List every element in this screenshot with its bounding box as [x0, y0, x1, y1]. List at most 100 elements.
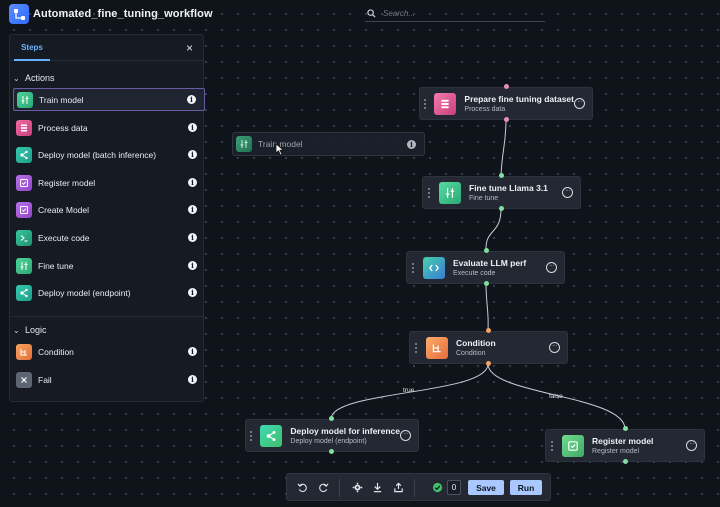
input-port[interactable] — [623, 426, 628, 431]
more-options-icon[interactable]: ··· — [400, 430, 411, 441]
drag-handle-icon[interactable] — [247, 430, 255, 441]
condition-icon — [16, 343, 32, 360]
drag-handle-icon[interactable] — [547, 440, 557, 451]
fine-tune-icon — [439, 181, 461, 204]
save-button[interactable]: Save — [468, 480, 504, 495]
redo-icon[interactable] — [316, 480, 330, 494]
validation-count: 0 — [447, 480, 461, 495]
deploy-icon — [16, 146, 32, 163]
fine-tune-icon — [16, 257, 32, 274]
section-divider — [11, 316, 203, 317]
register-model-icon — [562, 434, 584, 457]
search-input[interactable] — [383, 9, 533, 18]
node-deploy-model[interactable]: Deploy model for inference Deploy model … — [245, 419, 419, 452]
node-title: Prepare fine tuning dataset — [464, 94, 574, 104]
section-actions[interactable]: ⌄ Actions — [13, 73, 55, 83]
more-options-icon[interactable]: ··· — [574, 98, 585, 109]
step-condition[interactable]: Condition i — [13, 340, 205, 363]
step-label: Execute code — [38, 232, 90, 243]
step-label: Create Model — [38, 204, 90, 215]
step-label: Deploy model (endpoint) — [38, 287, 131, 298]
input-port[interactable] — [504, 84, 509, 89]
info-icon: i — [407, 139, 416, 149]
output-port[interactable] — [623, 459, 628, 464]
tab-steps[interactable]: Steps — [14, 35, 50, 61]
section-actions-title: Actions — [25, 73, 55, 83]
deploy-icon — [16, 284, 32, 301]
info-icon[interactable]: i — [187, 95, 196, 104]
info-icon[interactable]: i — [188, 288, 197, 297]
node-subtitle: Condition — [456, 350, 486, 357]
info-icon[interactable]: i — [188, 375, 197, 384]
info-icon[interactable]: i — [188, 123, 197, 132]
drag-handle-icon[interactable] — [421, 98, 429, 109]
step-deploy-model-endpoint[interactable]: Deploy model (endpoint) i — [13, 281, 205, 304]
output-port[interactable] — [484, 281, 489, 286]
input-port[interactable] — [486, 328, 491, 333]
output-port[interactable] — [486, 361, 491, 366]
output-port[interactable] — [504, 117, 509, 122]
input-port[interactable] — [499, 173, 504, 178]
search-bar[interactable] — [365, 6, 545, 22]
edge-label-false: false — [549, 393, 563, 400]
settings-gear-icon[interactable] — [350, 480, 364, 494]
node-condition[interactable]: Condition Condition ··· — [409, 331, 568, 364]
steps-panel: Steps × ⌄ Actions Train model i Process … — [9, 34, 205, 402]
step-execute-code[interactable]: Execute code i — [13, 226, 205, 249]
info-icon[interactable]: i — [188, 347, 197, 356]
run-button[interactable]: Run — [510, 480, 542, 495]
dragging-step-ghost[interactable]: Train model i — [232, 132, 425, 156]
step-label: Fail — [38, 374, 52, 385]
step-fail[interactable]: Fail i — [13, 368, 205, 391]
create-model-icon — [16, 201, 32, 218]
node-title: Fine tune Llama 3.1 — [469, 183, 548, 193]
step-train-model[interactable]: Train model i — [13, 88, 205, 111]
more-options-icon[interactable]: ··· — [546, 262, 557, 273]
drag-handle-icon[interactable] — [424, 187, 434, 198]
input-port[interactable] — [484, 248, 489, 253]
train-model-icon — [236, 136, 252, 152]
output-port[interactable] — [329, 449, 334, 454]
step-register-model[interactable]: Register model i — [13, 171, 205, 194]
section-logic[interactable]: ⌄ Logic — [13, 325, 47, 335]
step-process-data[interactable]: Process data i — [13, 116, 205, 139]
info-icon[interactable]: i — [188, 261, 197, 270]
node-register-model[interactable]: Register model Register model ··· — [545, 429, 705, 462]
toolbar-divider — [339, 479, 340, 497]
download-icon[interactable] — [370, 480, 384, 494]
info-icon[interactable]: i — [188, 178, 197, 187]
input-port[interactable] — [329, 416, 334, 421]
workflow-app-icon — [9, 4, 29, 24]
more-options-icon[interactable]: ··· — [686, 440, 697, 451]
close-icon[interactable]: × — [185, 41, 193, 55]
node-title: Deploy model for inference — [290, 426, 400, 436]
undo-icon[interactable] — [295, 480, 309, 494]
step-label: Process data — [38, 122, 88, 133]
node-title: Evaluate LLM perf — [453, 258, 527, 268]
execute-code-icon — [423, 256, 445, 279]
drag-handle-icon[interactable] — [408, 262, 418, 273]
edge-evaluate-condition — [485, 282, 489, 332]
node-evaluate-llm[interactable]: Evaluate LLM perf Execute code ··· — [406, 251, 565, 284]
step-label: Register model — [38, 177, 96, 188]
export-icon[interactable] — [391, 480, 405, 494]
more-options-icon[interactable]: ··· — [562, 187, 573, 198]
section-logic-title: Logic — [25, 325, 47, 335]
step-create-model[interactable]: Create Model i — [13, 198, 205, 221]
info-icon[interactable]: i — [188, 150, 197, 159]
top-bar: Automated_fine_tuning_workflow — [0, 0, 720, 30]
toolbar-divider — [414, 479, 415, 497]
step-label: Fine tune — [38, 260, 74, 271]
node-fine-tune-llama[interactable]: Fine tune Llama 3.1 Fine tune ··· — [422, 176, 581, 209]
output-port[interactable] — [499, 206, 504, 211]
step-fine-tune[interactable]: Fine tune i — [13, 254, 205, 277]
more-options-icon[interactable]: ··· — [549, 342, 560, 353]
drag-handle-icon[interactable] — [411, 342, 421, 353]
step-deploy-model-batch[interactable]: Deploy model (batch inference) i — [13, 143, 205, 166]
node-prepare-dataset[interactable]: Prepare fine tuning dataset Process data… — [419, 87, 593, 120]
node-title: Register model — [592, 436, 654, 446]
info-icon[interactable]: i — [188, 233, 197, 242]
info-icon[interactable]: i — [188, 205, 197, 214]
node-subtitle: Register model — [592, 448, 640, 455]
node-subtitle: Execute code — [453, 270, 496, 277]
